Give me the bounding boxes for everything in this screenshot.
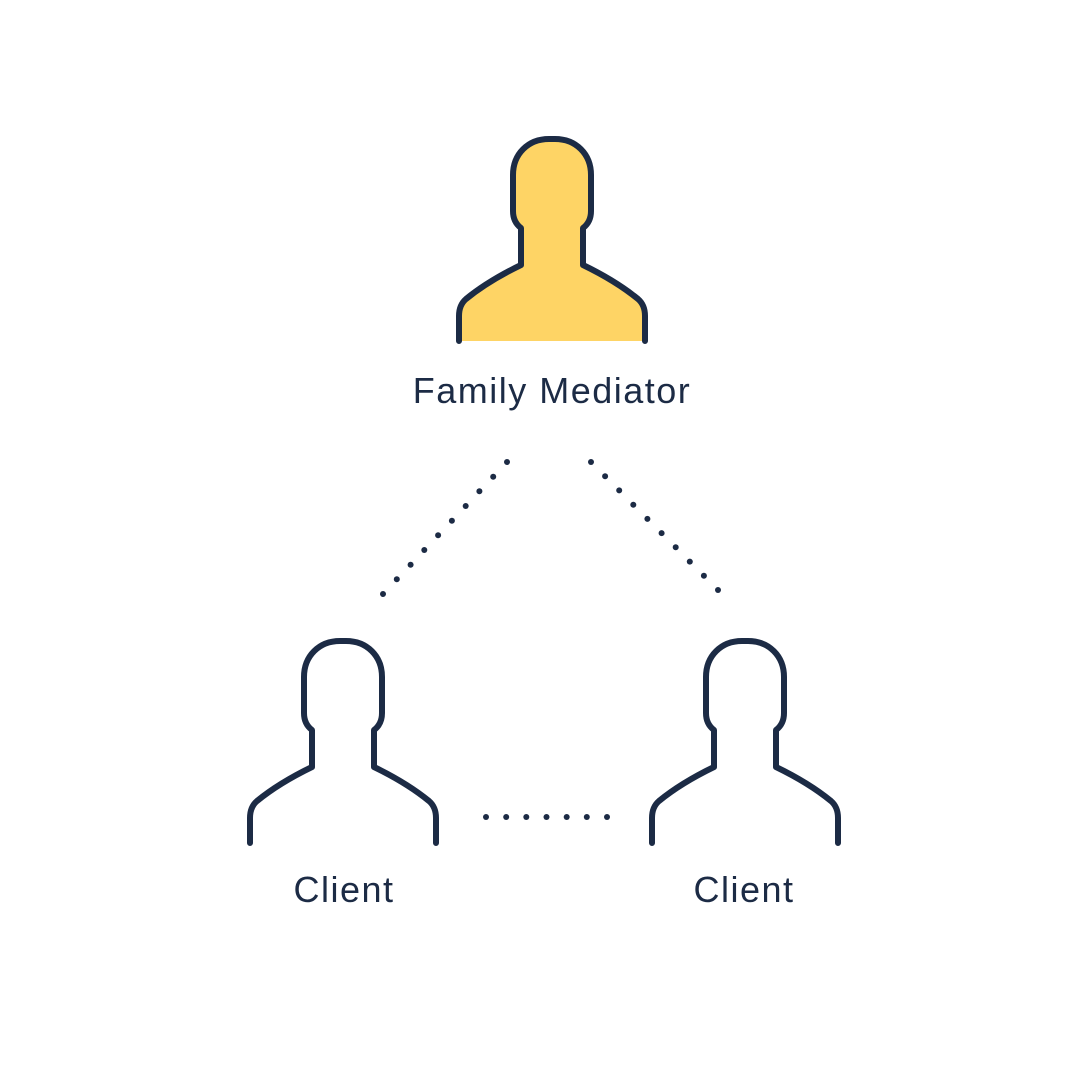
- client-left-person-outline: [247, 638, 439, 846]
- connector-dot: [644, 515, 651, 522]
- connector-dot: [504, 459, 510, 465]
- connector-dot: [616, 487, 623, 494]
- connector-dot: [715, 587, 721, 593]
- connector-dot: [490, 473, 497, 480]
- connector-dot: [407, 561, 414, 568]
- connector-dot: [393, 576, 400, 583]
- client-right-person-icon: [649, 638, 841, 846]
- mediator-person-icon: [456, 136, 648, 344]
- client-right-person-outline: [649, 638, 841, 846]
- connector-dot: [700, 572, 707, 579]
- connector-dot: [658, 530, 665, 537]
- mediator-label: Family Mediator: [413, 370, 692, 411]
- connector-dot: [588, 459, 594, 465]
- connector-dot: [563, 814, 570, 820]
- connector-dot: [476, 488, 483, 495]
- connector-dot: [483, 814, 489, 820]
- connector-dot: [523, 814, 530, 820]
- connector-dot: [503, 814, 510, 820]
- client-left-label: Client: [293, 869, 394, 910]
- connector-dot: [686, 558, 693, 565]
- client-right-label: Client: [693, 869, 794, 910]
- connector-dot: [448, 517, 455, 524]
- client-left-person-icon: [247, 638, 439, 846]
- connector-client-left-client-right: [483, 814, 610, 820]
- connector-dot: [543, 814, 550, 820]
- connector-mediator-client-left: [380, 459, 510, 597]
- mediator-person-outline: [456, 136, 648, 344]
- connector-dot: [602, 473, 609, 480]
- connector-mediator-client-right: [588, 459, 721, 593]
- connector-dot: [380, 591, 386, 597]
- mediator-person-fill: [459, 139, 645, 341]
- connector-dot: [583, 814, 590, 820]
- connector-dot: [462, 503, 469, 509]
- connector-dot: [672, 544, 679, 551]
- connector-dot: [604, 814, 610, 820]
- connector-dot: [630, 501, 637, 508]
- connector-dot: [421, 547, 428, 553]
- connector-dot: [435, 532, 442, 539]
